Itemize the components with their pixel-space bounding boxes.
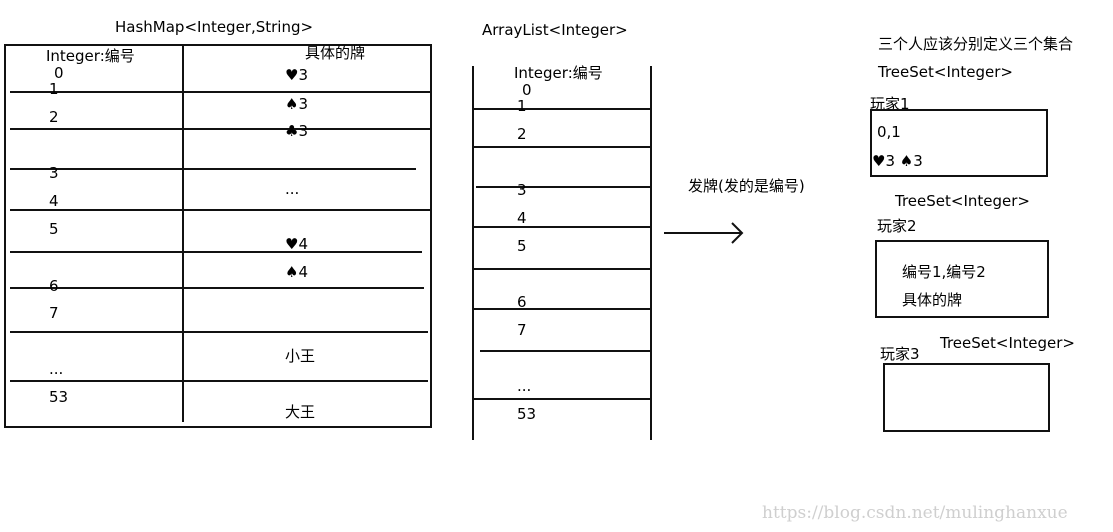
- player3-box: [883, 363, 1050, 432]
- hashmap-key: 3: [49, 164, 59, 182]
- arraylist-row-line: [476, 186, 650, 188]
- watermark: https://blog.csdn.net/mulinghanxue: [762, 503, 1068, 523]
- hashmap-key-header: Integer:编号: [46, 47, 135, 65]
- deal-arrow-icon: [664, 222, 744, 244]
- hashmap-value-header: 具体的牌: [305, 44, 366, 62]
- deal-label: 发牌(发的是编号): [688, 177, 805, 195]
- player1-box: [870, 109, 1048, 177]
- player3-treeset-label: TreeSet<Integer>: [940, 334, 1075, 352]
- hashmap-value: 大王: [285, 403, 316, 421]
- hashmap-row-line: [10, 380, 428, 382]
- arraylist-right-border: [650, 66, 652, 440]
- player2-treeset-label: TreeSet<Integer>: [895, 192, 1030, 210]
- player1-cards: ♥3 ♠3: [872, 152, 923, 170]
- hashmap-value: ♥4: [285, 235, 308, 253]
- hashmap-key: 4: [49, 192, 59, 210]
- players-note: 三个人应该分别定义三个集合: [878, 35, 1074, 53]
- arraylist-row-line: [474, 226, 650, 228]
- arraylist-row-line: [474, 268, 650, 270]
- hashmap-row-line: [10, 251, 422, 253]
- arraylist-title: ArrayList<Integer>: [482, 21, 628, 39]
- arraylist-item: 1: [517, 97, 527, 115]
- hashmap-row-line: [10, 91, 430, 93]
- hashmap-value: ♠3: [285, 95, 308, 113]
- arraylist-item: ...: [517, 377, 532, 395]
- hashmap-key: 53: [49, 388, 69, 406]
- arraylist-header: Integer:编号: [514, 64, 603, 82]
- hashmap-row-line: [10, 128, 430, 130]
- hashmap-key: 2: [49, 108, 59, 126]
- arraylist-item: 3: [517, 181, 527, 199]
- arraylist-row-line: [474, 308, 650, 310]
- hashmap-key: 0: [54, 64, 64, 82]
- player3-name: 玩家3: [880, 345, 920, 363]
- player1-name: 玩家1: [870, 95, 910, 113]
- hashmap-key: ...: [49, 360, 64, 378]
- hashmap-value: 小王: [285, 347, 316, 365]
- hashmap-row-line: [10, 331, 428, 333]
- arraylist-item: 2: [517, 125, 527, 143]
- hashmap-key: 7: [49, 304, 59, 322]
- hashmap-key: 6: [49, 277, 59, 295]
- hashmap-value: ♣3: [285, 122, 308, 140]
- player2-name: 玩家2: [877, 217, 917, 235]
- hashmap-row-line: [10, 168, 416, 170]
- hashmap-value: ♥3: [285, 66, 308, 84]
- arraylist-row-line: [474, 108, 650, 110]
- hashmap-column-divider: [182, 44, 184, 422]
- arraylist-item: 4: [517, 209, 527, 227]
- arraylist-row-line: [480, 350, 650, 352]
- hashmap-row-line: [10, 209, 430, 211]
- hashmap-value: ♠4: [285, 263, 308, 281]
- player2-cards-numbers: 编号1,编号2: [902, 263, 986, 281]
- arraylist-item: 5: [517, 237, 527, 255]
- arraylist-row-line: [474, 146, 650, 148]
- hashmap-key: 1: [49, 80, 59, 98]
- hashmap-row-line: [10, 287, 424, 289]
- arraylist-item: 7: [517, 321, 527, 339]
- player1-treeset-label: TreeSet<Integer>: [878, 63, 1013, 81]
- arraylist-item: 0: [522, 81, 532, 99]
- arraylist-item: 6: [517, 293, 527, 311]
- arraylist-row-line: [474, 398, 650, 400]
- arraylist-item: 53: [517, 405, 537, 423]
- arraylist-left-border: [472, 66, 474, 440]
- hashmap-key: 5: [49, 220, 59, 238]
- player1-cards-numbers: 0,1: [877, 123, 901, 141]
- hashmap-value: ...: [285, 180, 300, 198]
- player2-box: [875, 240, 1049, 318]
- hashmap-title: HashMap<Integer,String>: [115, 18, 314, 36]
- player2-cards: 具体的牌: [902, 291, 963, 309]
- hashmap-table: [4, 44, 432, 428]
